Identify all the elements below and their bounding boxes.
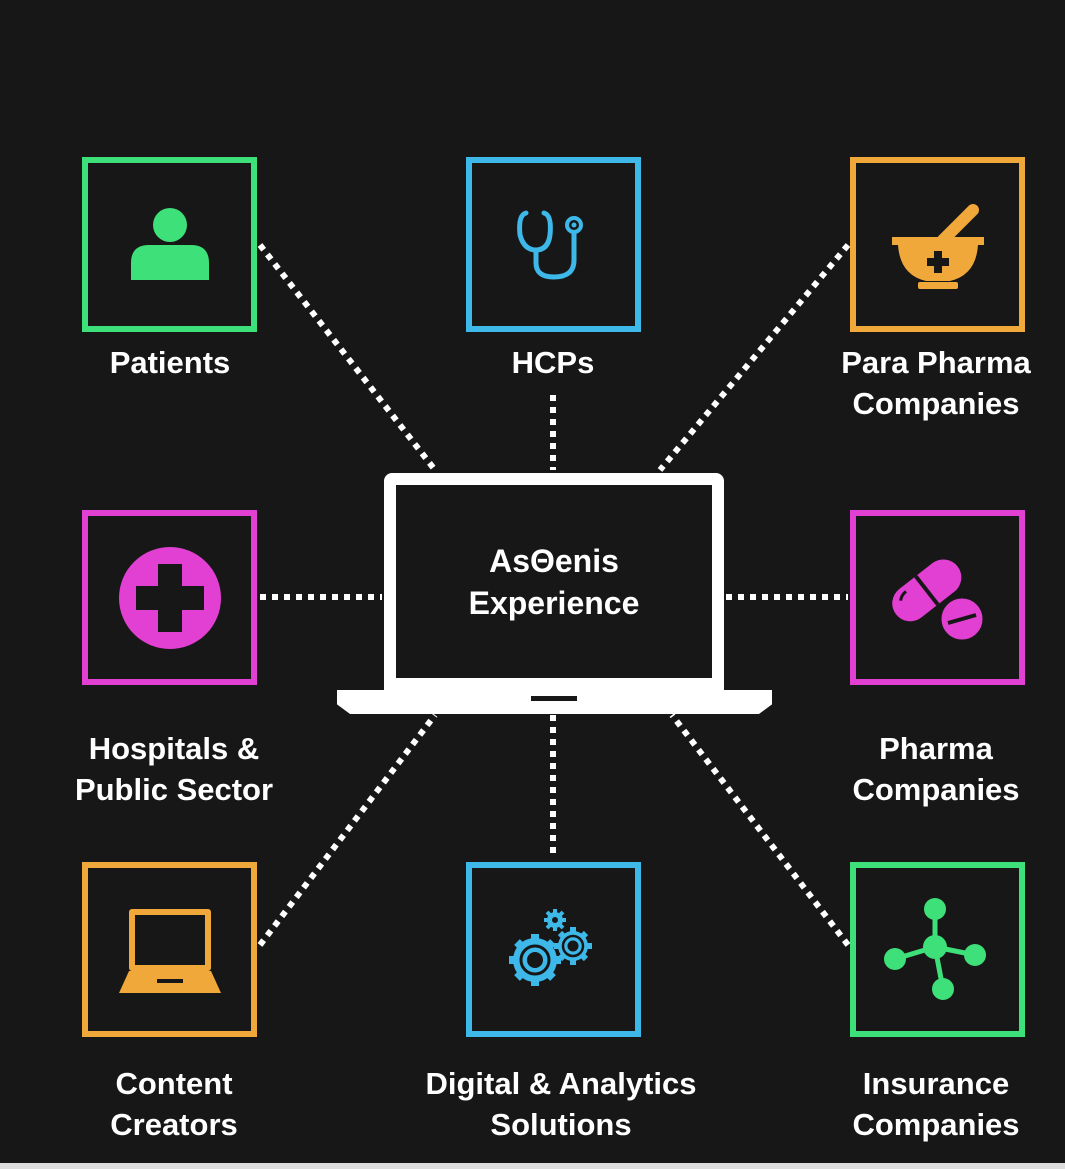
mortar-pestle-icon — [891, 203, 984, 289]
pills-icon — [891, 558, 985, 642]
patients-box — [82, 157, 257, 332]
center-laptop-notch — [531, 696, 577, 701]
center-title-line2: Experience — [468, 584, 640, 621]
person-icon — [130, 207, 209, 280]
bottom-edge — [0, 1163, 1065, 1169]
connector-para-pharma — [657, 243, 851, 472]
center-title-line1: AsΘenis — [489, 542, 619, 579]
pharma-box — [850, 510, 1025, 685]
patients-label: Patients — [109, 345, 231, 380]
laptop-icon — [118, 908, 221, 993]
hospitals-label: Hospitals &Public Sector — [74, 731, 274, 807]
connector-content — [257, 713, 438, 947]
para-pharma-box — [850, 157, 1025, 332]
gears-icon — [508, 908, 592, 986]
stethoscope-icon — [516, 210, 583, 280]
hcps-label: HCPs — [511, 345, 595, 380]
connector-insurance — [669, 713, 851, 947]
insurance-box — [850, 862, 1025, 1037]
network-icon — [883, 897, 986, 1000]
center-laptop-base — [337, 690, 772, 714]
hospitals-box — [82, 510, 257, 685]
medical-cross-icon — [118, 546, 221, 649]
center-screen: AsΘenis Experience — [396, 485, 712, 678]
center-laptop: AsΘenis Experience — [384, 473, 724, 690]
content-creators-box — [82, 862, 257, 1037]
digital-analytics-box — [466, 862, 641, 1037]
hcps-box — [466, 157, 641, 332]
